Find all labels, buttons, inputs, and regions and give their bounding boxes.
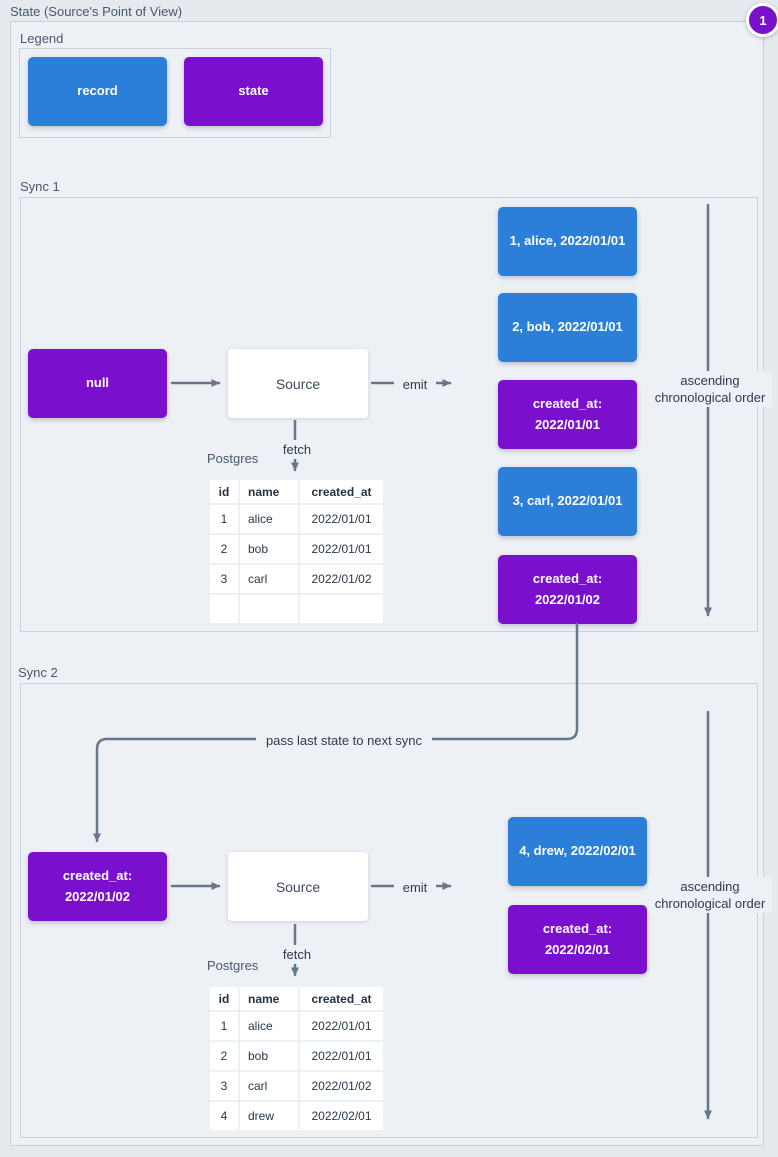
sync1-postgres-table: id name created_at 1 alice 2022/01/01 2 … (208, 478, 385, 625)
sync2-emit-label: emit (394, 878, 436, 898)
cell-created-at: 2022/01/01 (300, 1012, 383, 1040)
col-header-name: name (240, 480, 298, 503)
col-header-created-at: created_at (300, 480, 383, 503)
col-header-id: id (210, 987, 238, 1010)
annotation-badge: 1 (746, 3, 778, 37)
cell-id: 1 (210, 505, 238, 533)
cell-created-at: 2022/01/01 (300, 505, 383, 533)
sync1-fetch-label: fetch (273, 440, 321, 460)
record-box: 2, bob, 2022/01/01 (498, 293, 637, 362)
record-box: 1, alice, 2022/01/01 (498, 207, 637, 276)
cell-id: 4 (210, 1102, 238, 1130)
cell-name (240, 595, 298, 623)
state-box: created_at: 2022/02/01 (508, 905, 647, 974)
table-row: 3 carl 2022/01/02 (210, 565, 383, 593)
col-header-name: name (240, 987, 298, 1010)
table-row: 4 drew 2022/02/01 (210, 1102, 383, 1130)
cell-name: carl (240, 565, 298, 593)
sync1-initial-state-box: null (28, 349, 167, 418)
cell-name: alice (240, 505, 298, 533)
legend-record-swatch: record (28, 57, 167, 126)
cell-id: 3 (210, 1072, 238, 1100)
col-header-created-at: created_at (300, 987, 383, 1010)
table-row: 2 bob 2022/01/01 (210, 535, 383, 563)
cell-created-at: 2022/02/01 (300, 1102, 383, 1130)
legend-state-swatch: state (184, 57, 323, 126)
table-row: 2 bob 2022/01/01 (210, 1042, 383, 1070)
sync2-initial-state-box: created_at: 2022/01/02 (28, 852, 167, 921)
sync2-postgres-label: Postgres (207, 958, 259, 973)
sync2-label: Sync 2 (18, 665, 58, 680)
legend-label: Legend (20, 31, 64, 46)
sync2-postgres-table: id name created_at 1 alice 2022/01/01 2 … (208, 985, 385, 1132)
sync2-ascending-label: ascending chronological order (648, 877, 772, 914)
record-box: 3, carl, 2022/01/01 (498, 467, 637, 536)
cell-created-at (300, 595, 383, 623)
sync1-postgres-label: Postgres (207, 451, 259, 466)
record-box: 4, drew, 2022/02/01 (508, 817, 647, 886)
cell-created-at: 2022/01/02 (300, 565, 383, 593)
cell-created-at: 2022/01/01 (300, 535, 383, 563)
table-row (210, 595, 383, 623)
cell-id: 2 (210, 1042, 238, 1070)
cell-name: drew (240, 1102, 298, 1130)
cell-name: carl (240, 1072, 298, 1100)
pass-state-label: pass last state to next sync (256, 731, 432, 751)
sync1-emit-label: emit (394, 375, 436, 395)
sync1-source-box: Source (228, 349, 368, 418)
cell-id: 2 (210, 535, 238, 563)
cell-name: bob (240, 1042, 298, 1070)
sync1-label: Sync 1 (20, 179, 60, 194)
table-header-row: id name created_at (210, 480, 383, 503)
sync2-source-box: Source (228, 852, 368, 921)
table-row: 3 carl 2022/01/02 (210, 1072, 383, 1100)
table-row: 1 alice 2022/01/01 (210, 1012, 383, 1040)
sync1-ascending-label: ascending chronological order (648, 371, 772, 408)
table-row: 1 alice 2022/01/01 (210, 505, 383, 533)
cell-created-at: 2022/01/01 (300, 1042, 383, 1070)
sync2-fetch-label: fetch (273, 945, 321, 965)
table-header-row: id name created_at (210, 987, 383, 1010)
page-title: State (Source's Point of View) (10, 4, 183, 19)
cell-name: bob (240, 535, 298, 563)
cell-id (210, 595, 238, 623)
cell-name: alice (240, 1012, 298, 1040)
col-header-id: id (210, 480, 238, 503)
cell-created-at: 2022/01/02 (300, 1072, 383, 1100)
state-box: created_at: 2022/01/01 (498, 380, 637, 449)
state-box: created_at: 2022/01/02 (498, 555, 637, 624)
cell-id: 1 (210, 1012, 238, 1040)
cell-id: 3 (210, 565, 238, 593)
